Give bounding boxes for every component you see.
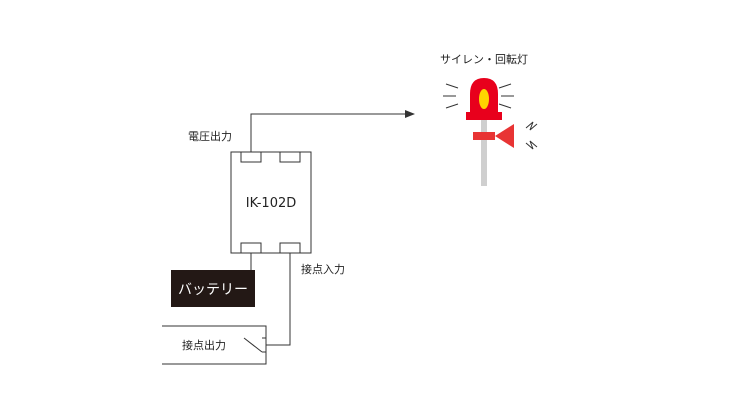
contact-input-label: 接点入力: [301, 263, 345, 276]
contact-output-label: 接点出力: [182, 338, 226, 352]
rotating-light-icon: [443, 78, 514, 120]
siren-label: サイレン・回転灯: [440, 53, 528, 66]
light-pole: [481, 120, 487, 186]
switch-contact-icon: [243, 337, 266, 353]
terminal-bottom-right: [279, 242, 301, 254]
sound-wave-icon: [525, 121, 538, 150]
horn-icon: [473, 124, 514, 148]
voltage-output-wire: [250, 110, 415, 152]
contact-input-wire: [266, 253, 291, 346]
battery-block: バッテリー: [171, 270, 255, 307]
terminal-bottom-left: [240, 242, 262, 254]
terminal-top-left: [240, 151, 262, 163]
device-box: IK-102D: [230, 151, 312, 254]
device-label: IK-102D: [246, 196, 297, 211]
terminal-top-right: [279, 151, 301, 163]
voltage-output-label: 電圧出力: [188, 129, 232, 143]
battery-label: バッテリー: [178, 282, 248, 298]
contact-output-box: 接点出力: [162, 325, 267, 365]
